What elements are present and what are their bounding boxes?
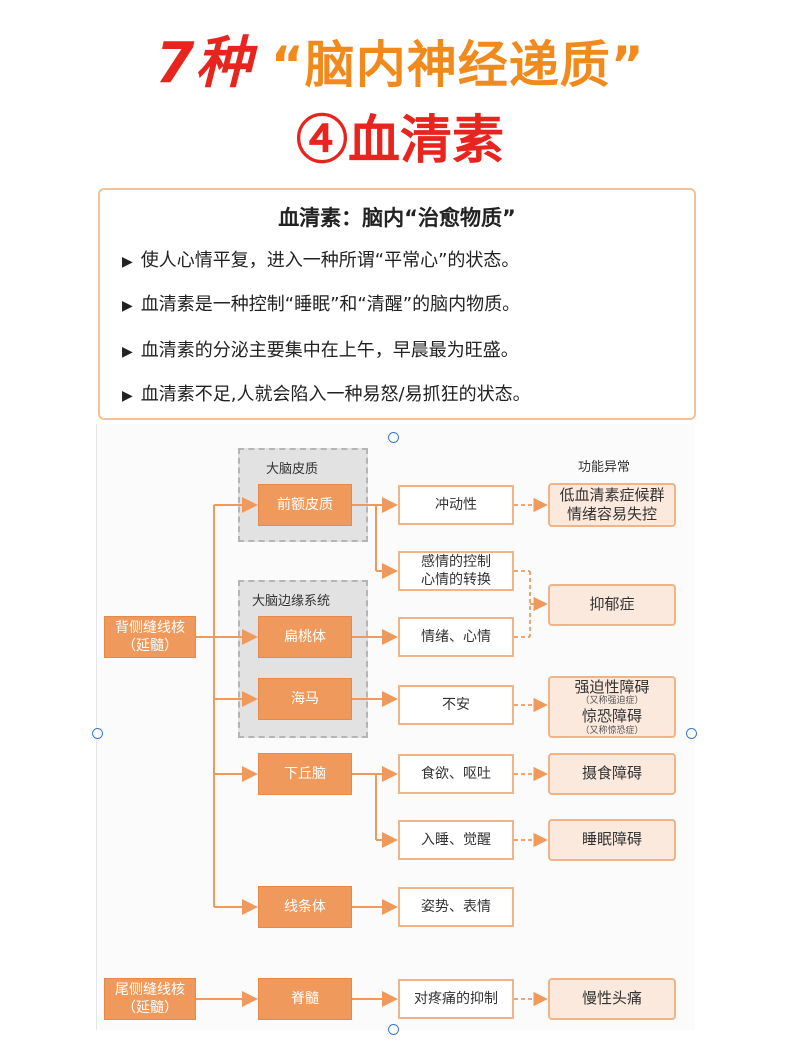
resize-handle[interactable] bbox=[388, 432, 399, 443]
info-title: 血清素：脑内“治愈物质” bbox=[278, 206, 516, 230]
function-emotion-control: 感情的控制 心情的转换 bbox=[398, 551, 514, 591]
info-line: ▶使人心情平复，进入一种所谓“平常心”的状态。 bbox=[122, 250, 520, 271]
function-mood: 情绪、心情 bbox=[398, 617, 514, 657]
info-line: ▶血清素是一种控制“睡眠”和“清醒”的脑内物质。 bbox=[122, 294, 521, 315]
title-text: “脑内神经递质” bbox=[270, 36, 645, 94]
column-header: 功能异常 bbox=[578, 460, 631, 475]
region-prefrontal: 前额皮质 bbox=[258, 484, 352, 526]
region-spinal-cord: 脊髓 bbox=[258, 978, 352, 1020]
bullet-triangle-icon: ▶ bbox=[122, 344, 133, 360]
disorder-chronic-headache: 慢性头痛 bbox=[548, 978, 676, 1020]
region-hypothalamus: 下丘脑 bbox=[258, 753, 352, 795]
group-label-limbic: 大脑边缘系统 bbox=[252, 594, 331, 609]
info-box: 血清素：脑内“治愈物质” ▶使人心情平复，进入一种所谓“平常心”的状态。 ▶血清… bbox=[98, 188, 696, 420]
bullet-triangle-icon: ▶ bbox=[122, 254, 133, 270]
info-line: ▶血清素的分泌主要集中在上午，早晨最为旺盛。 bbox=[122, 340, 519, 361]
function-anxiety: 不安 bbox=[398, 685, 514, 725]
region-hippocampus: 海马 bbox=[258, 678, 352, 720]
resize-handle[interactable] bbox=[388, 1024, 399, 1035]
disorder-sleep: 睡眠障碍 bbox=[548, 819, 676, 861]
function-posture: 姿势、表情 bbox=[398, 887, 514, 927]
region-striatum: 线条体 bbox=[258, 886, 352, 928]
resize-handle[interactable] bbox=[686, 728, 697, 739]
region-amygdala: 扁桃体 bbox=[258, 616, 352, 658]
info-line: ▶血清素不足,人就会陷入一种易怒/易抓狂的状态。 bbox=[122, 384, 531, 405]
title-number: 7种 bbox=[155, 31, 253, 96]
disorder-eating: 摄食障碍 bbox=[548, 753, 676, 795]
group-label-cortex: 大脑皮质 bbox=[266, 462, 319, 477]
page-title: 7种 “脑内神经递质” bbox=[0, 18, 800, 99]
bullet-triangle-icon: ▶ bbox=[122, 298, 133, 314]
function-appetite: 食欲、呕吐 bbox=[398, 754, 514, 794]
function-impulsivity: 冲动性 bbox=[398, 485, 514, 525]
source-caudal-raphe: 尾侧缝线核 （延髓） bbox=[104, 978, 196, 1020]
page-subtitle: ④血清素 bbox=[295, 110, 504, 171]
bullet-triangle-icon: ▶ bbox=[122, 388, 133, 404]
source-dorsal-raphe: 背侧缝线核 （延髓） bbox=[104, 616, 196, 658]
disorder-ocd-panic: 强迫性障碍 （又称强迫症） 惊恐障碍 （又称惊恐症） bbox=[548, 676, 676, 738]
function-sleep: 入睡、觉醒 bbox=[398, 820, 514, 860]
disorder-low-serotonin: 低血清素症候群 情绪容易失控 bbox=[548, 483, 676, 527]
disorder-depression: 抑郁症 bbox=[548, 584, 676, 626]
resize-handle[interactable] bbox=[92, 728, 103, 739]
function-pain-inhibition: 对疼痛的抑制 bbox=[398, 979, 514, 1019]
